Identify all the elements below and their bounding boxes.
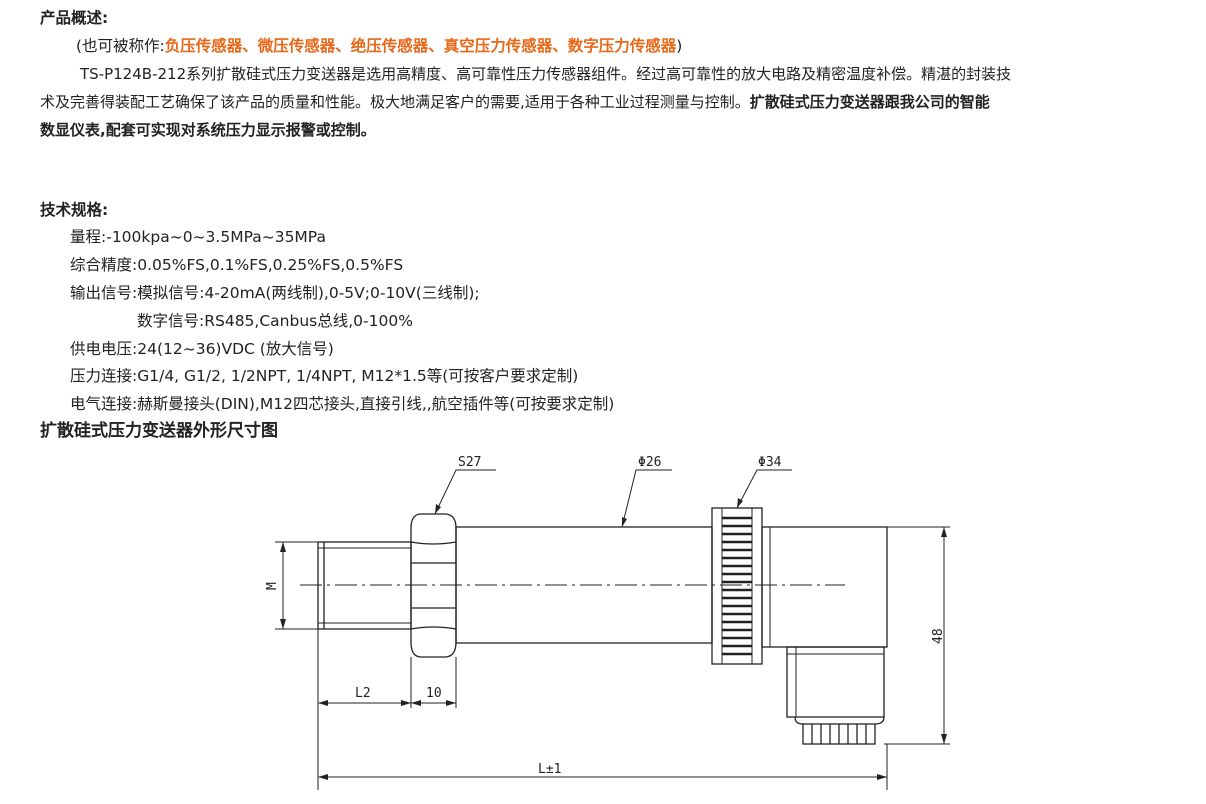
spec-pressure-connection: 压力连接:G1/4, G1/2, 1/2NPT, 1/4NPT, M12*1.5… (70, 367, 579, 385)
specs-heading: 技术规格: (40, 201, 109, 219)
overview-para-line1: TS-P124B-212系列扩散硅式压力变送器是选用高精度、高可靠性压力传感器组… (80, 65, 1012, 83)
label-l-tolerance: L±1 (538, 762, 561, 777)
spec-accuracy: 综合精度:0.05%FS,0.1%FS,0.25%FS,0.5%FS (70, 256, 404, 274)
overview-para-line3: 数显仪表,配套可实现对系统压力显示报警或控制。 (40, 121, 376, 139)
label-m: M (265, 582, 280, 590)
alias-line: (也可被称作:负压传感器、微压传感器、绝压传感器、真空压力传感器、数字压力传感器… (76, 36, 682, 56)
dimension-arrows (280, 498, 947, 780)
overview-para-line2: 术及完善得装配工艺确保了该产品的质量和性能。极大地满足客户的需要,适用于各种工业… (40, 92, 990, 112)
alias-suffix: ) (676, 37, 683, 55)
overview-para-line2-bold: 扩散硅式压力变送器跟我公司的智能 (749, 93, 990, 111)
din-connector (761, 526, 888, 745)
spec-power: 供电电压:24(12~36)VDC (放大信号) (70, 340, 334, 358)
label-phi26: Φ26 (638, 455, 661, 470)
spec-electrical-connection: 电气连接:赫斯曼接头(DIN),M12四芯接头,直接引线,,航空插件等(可按要求… (70, 395, 615, 413)
label-s27: S27 (458, 455, 481, 470)
label-l2: L2 (355, 686, 371, 701)
label-phi34: Φ34 (758, 455, 782, 470)
spec-output-analog: 输出信号:模拟信号:4-20mA(两线制),0-5V;0-10V(三线制); (70, 284, 480, 302)
spec-range: 量程:-100kpa~0~3.5MPa~35MPa (70, 228, 326, 246)
overview-para-line2-normal: 术及完善得装配工艺确保了该产品的质量和性能。极大地满足客户的需要,适用于各种工业… (40, 93, 750, 111)
alias-prefix: (也可被称作: (76, 37, 165, 55)
alias-names: 负压传感器、微压传感器、绝压传感器、真空压力传感器、数字压力传感器 (164, 37, 677, 55)
spec-output-digital: 数字信号:RS485,Canbus总线,0-100% (137, 312, 413, 330)
overview-heading: 产品概述: (40, 9, 109, 27)
label-10: 10 (426, 686, 442, 701)
dimension-drawing: S27 Φ26 Φ34 M 48 L2 10 L±1 (265, 455, 950, 790)
label-48: 48 (931, 628, 946, 644)
drawing-heading: 扩散硅式压力变送器外形尺寸图 (40, 421, 278, 441)
dimension-lines (275, 469, 950, 790)
knurled-ring (711, 507, 763, 665)
